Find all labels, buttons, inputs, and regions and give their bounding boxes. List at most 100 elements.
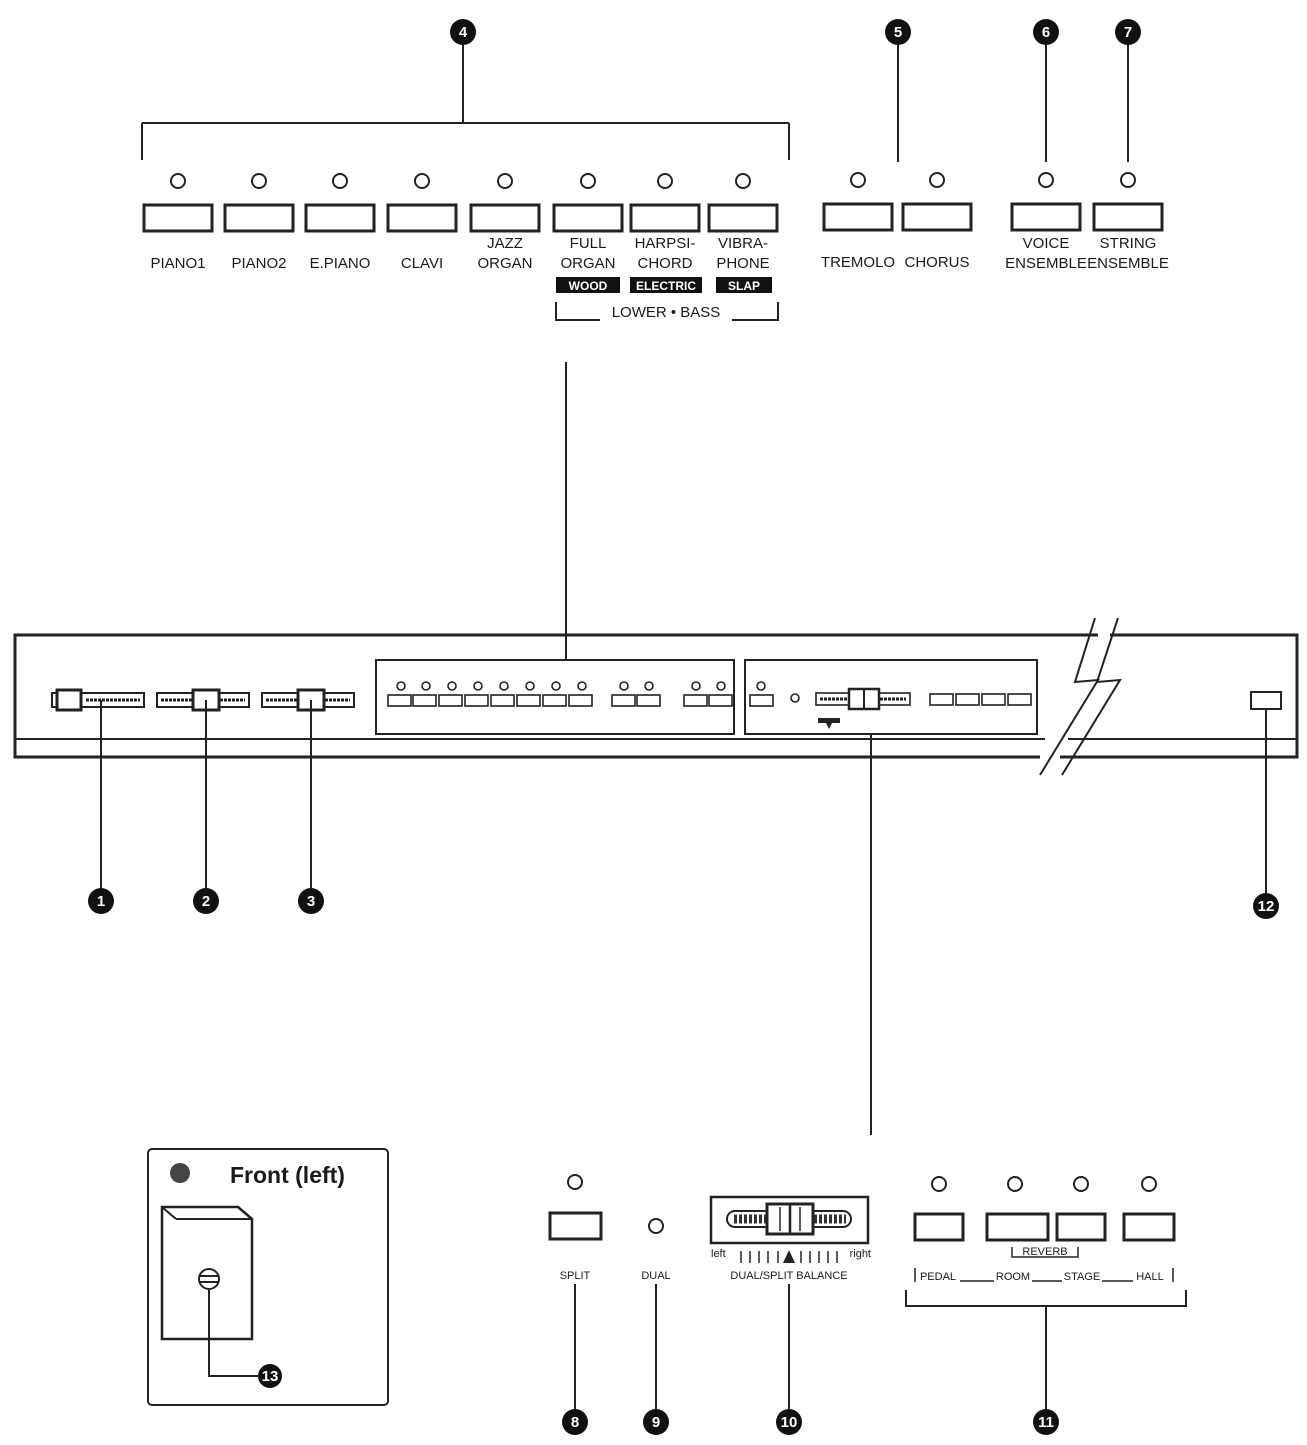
voice-label-harpsi: HARPSI- xyxy=(635,235,696,252)
effect-label-chorus: CHORUS xyxy=(904,254,969,271)
led-indicator xyxy=(1007,1176,1023,1192)
reverb-option-stage: STAGE xyxy=(1064,1271,1100,1283)
svg-text:REVERB: REVERB xyxy=(1022,1246,1067,1258)
callout-1: 1 xyxy=(88,700,114,914)
svg-text:13: 13 xyxy=(262,1368,279,1385)
voice-label-vibra: VIBRA- xyxy=(718,235,768,252)
bass-label-electric: ELECTRIC xyxy=(630,277,702,293)
bass-label-wood: WOOD xyxy=(556,277,620,293)
voice-button-vibraphone[interactable]: VIBRA- PHONE xyxy=(707,173,779,272)
panel-voice-section xyxy=(375,659,735,735)
callout-10: 10 xyxy=(776,1284,802,1435)
effect-button-tremolo[interactable]: TREMOLO xyxy=(821,172,895,271)
svg-text:WOOD: WOOD xyxy=(569,279,608,293)
svg-text:8: 8 xyxy=(571,1414,579,1431)
reverb-title: REVERB xyxy=(1011,1246,1079,1258)
effect-button-chorus[interactable]: CHORUS xyxy=(901,172,973,271)
balance-slider[interactable] xyxy=(709,1195,870,1245)
balance-left-label: left xyxy=(711,1248,726,1260)
svg-text:7: 7 xyxy=(1124,24,1132,41)
callout-4: 4 xyxy=(450,19,476,45)
balance-label: DUAL/SPLIT BALANCE xyxy=(730,1270,847,1282)
voice-button-piano2[interactable]: PIANO2 xyxy=(223,173,295,272)
svg-text:1: 1 xyxy=(97,893,105,910)
voice-button-clavi[interactable]: CLAVI xyxy=(386,173,458,272)
reverb-button-room[interactable] xyxy=(985,1176,1050,1242)
voice-group-bracket xyxy=(141,45,790,160)
callout-7: 7 xyxy=(1115,19,1141,162)
callout-13: 13 xyxy=(208,1289,282,1388)
balance-right-label: right xyxy=(850,1248,871,1260)
voice-button-harpsichord[interactable]: HARPSI- CHORD xyxy=(629,173,701,272)
callout-2: 2 xyxy=(193,700,219,914)
svg-text:9: 9 xyxy=(652,1414,660,1431)
voice-button-full-organ[interactable]: FULL ORGAN xyxy=(552,173,624,272)
reverb-option-room: ROOM xyxy=(996,1271,1030,1283)
voice-button-piano1[interactable]: PIANO1 xyxy=(142,173,214,272)
led-indicator xyxy=(931,1176,947,1192)
led-indicator xyxy=(657,173,673,189)
callout-9: 9 xyxy=(643,1284,669,1435)
ensemble-label-ensemble: ENSEMBLE xyxy=(1087,255,1169,272)
ensemble-label-string: STRING xyxy=(1100,235,1157,252)
svg-text:5: 5 xyxy=(894,24,902,41)
split-button[interactable]: SPLIT xyxy=(548,1174,603,1282)
bass-label-slap: SLAP xyxy=(716,277,772,293)
panel-break-mark xyxy=(1039,617,1100,776)
voice-button-epiano[interactable]: E.PIANO xyxy=(304,173,376,272)
voice-label-phone: PHONE xyxy=(716,255,769,272)
voice-label-epiano: E.PIANO xyxy=(310,255,371,272)
slider-3[interactable] xyxy=(261,688,355,712)
svg-text:10: 10 xyxy=(781,1414,798,1431)
callout-11: 11 xyxy=(1033,1306,1059,1435)
balance-scale xyxy=(740,1250,838,1263)
svg-text:4: 4 xyxy=(459,24,468,41)
ensemble-label-voice: VOICE xyxy=(1023,235,1070,252)
dual-indicator: DUAL xyxy=(641,1218,671,1282)
split-label: SPLIT xyxy=(560,1270,591,1282)
panel-button-12[interactable] xyxy=(1250,691,1282,710)
reverb-button-hall[interactable] xyxy=(1122,1176,1176,1242)
led-indicator xyxy=(735,173,751,189)
effect-label-tremolo: TREMOLO xyxy=(821,254,895,271)
reverb-option-pedal: PEDAL xyxy=(920,1271,956,1283)
string-ensemble-button[interactable]: STRING ENSEMBLE xyxy=(1087,172,1169,272)
voice-label-jazz: JAZZ xyxy=(487,235,523,252)
reverb-options: PEDAL ROOM STAGE HALL xyxy=(905,1268,1187,1307)
reverb-button-pedal[interactable] xyxy=(913,1176,965,1242)
svg-text:SLAP: SLAP xyxy=(728,279,760,293)
led-indicator xyxy=(1073,1176,1089,1192)
led-indicator xyxy=(929,172,945,188)
led-indicator xyxy=(332,173,348,189)
panel-break-mark xyxy=(1061,617,1122,776)
reverb-option-hall: HALL xyxy=(1136,1271,1164,1283)
led-indicator xyxy=(251,173,267,189)
led-indicator xyxy=(1120,172,1136,188)
voice-label-chord: CHORD xyxy=(638,255,693,272)
led-indicator xyxy=(1141,1176,1157,1192)
voice-label-full: FULL xyxy=(570,235,607,252)
control-panel xyxy=(13,617,1299,776)
reverb-button-stage[interactable] xyxy=(1055,1176,1107,1242)
dual-label: DUAL xyxy=(641,1270,670,1282)
ensemble-label-ensemble: ENSEMBLE xyxy=(1005,255,1087,272)
front-left-title: Front (left) xyxy=(230,1162,345,1188)
voice-button-jazz-organ[interactable]: JAZZ ORGAN xyxy=(469,173,541,272)
slider-1-knob xyxy=(55,688,83,712)
screw-13[interactable] xyxy=(198,1268,220,1290)
svg-text:6: 6 xyxy=(1042,24,1050,41)
voice-label-clavi: CLAVI xyxy=(401,255,443,272)
led-indicator xyxy=(497,173,513,189)
voice-label-piano2: PIANO2 xyxy=(231,255,286,272)
callout-8: 8 xyxy=(562,1284,588,1435)
voice-label-organ: ORGAN xyxy=(477,255,532,272)
led-indicator xyxy=(567,1174,583,1190)
voice-ensemble-button[interactable]: VOICE ENSEMBLE xyxy=(1005,172,1087,272)
led-indicator xyxy=(580,173,596,189)
led-indicator xyxy=(170,173,186,189)
slider-1[interactable] xyxy=(51,688,145,712)
led-indicator xyxy=(414,173,430,189)
inset-marker-dot xyxy=(170,1163,190,1183)
slider-2[interactable] xyxy=(156,688,250,712)
